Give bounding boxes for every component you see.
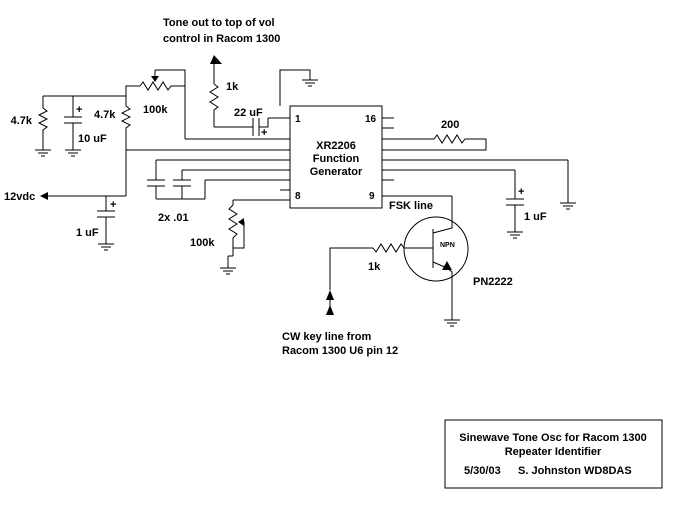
ic-label-line1: XR2206 bbox=[316, 140, 356, 152]
tone-out-note-line2: control in Racom 1300 bbox=[163, 33, 280, 45]
ic-right-pin-stubs bbox=[382, 117, 568, 197]
pot-bottom-wiper-arrow-icon bbox=[238, 218, 244, 226]
ground-symbol-6 bbox=[507, 231, 523, 239]
cw-key-arrow-icon bbox=[326, 290, 334, 300]
resistor-1k-top-symbol bbox=[209, 83, 219, 127]
ground-symbol-5 bbox=[560, 202, 576, 210]
c-1uf-left-label: 1 uF bbox=[76, 227, 99, 239]
resistor-1k-base-symbol bbox=[372, 243, 405, 253]
supply-label: 12vdc bbox=[4, 191, 35, 203]
transistor-part-label: PN2222 bbox=[473, 276, 513, 288]
title-block-title: Sinewave Tone Osc for Racom 1300 bbox=[459, 432, 646, 444]
ic-pin-8-label: 8 bbox=[295, 191, 301, 202]
resistor-200-symbol bbox=[394, 134, 487, 151]
resistor-200-label: 200 bbox=[441, 119, 459, 131]
pot-100k-top-symbol bbox=[139, 81, 186, 139]
cw-key-wire bbox=[329, 247, 373, 290]
cw-key-note-line1: CW key line from bbox=[282, 331, 371, 343]
title-block-author: S. Johnston WD8DAS bbox=[518, 465, 632, 477]
resistor-4k7-left-symbol bbox=[37, 107, 49, 150]
ground-symbol-3 bbox=[98, 243, 114, 251]
resistor-1k-top-label: 1k bbox=[226, 81, 239, 93]
ic-left-pin-stubs bbox=[126, 117, 290, 201]
resistor-1k-base-label: 1k bbox=[368, 261, 381, 273]
cap-22uf-label: 22 uF bbox=[234, 107, 263, 119]
c-10uf-label: 10 uF bbox=[78, 133, 107, 145]
pot-top-wiper-loop bbox=[155, 69, 186, 86]
resistor-4k7-mid-label: 4.7k bbox=[94, 109, 116, 121]
ground-symbol-7 bbox=[444, 319, 460, 327]
tone-out-note-line1: Tone out to top of vol bbox=[163, 17, 275, 29]
pot-100k-bottom-label: 100k bbox=[190, 237, 215, 249]
cw-key-note-line2: Racom 1300 U6 pin 12 bbox=[282, 345, 398, 357]
ground-symbol-2 bbox=[65, 149, 81, 157]
transistor-emitter-wire bbox=[446, 267, 453, 320]
c-2x01-pair bbox=[147, 160, 206, 200]
tone-out-arrow-head bbox=[210, 55, 218, 64]
c-1uf-right-label: 1 uF bbox=[524, 211, 547, 223]
pot-top-left-wire bbox=[125, 85, 140, 96]
cw-key-arrow-2-icon bbox=[326, 305, 334, 315]
ground-symbol-1 bbox=[35, 149, 51, 157]
ic-pin-16-label: 16 bbox=[365, 114, 377, 125]
transistor-npn-body bbox=[403, 216, 469, 282]
transistor-emitter-arrow-icon bbox=[442, 261, 452, 270]
title-block-date: 5/30/03 bbox=[464, 465, 501, 477]
pot-100k-bottom-symbol bbox=[228, 204, 238, 256]
ic-label-line2: Function bbox=[313, 153, 360, 165]
pot-top-wiper-arrow-icon bbox=[151, 76, 159, 82]
resistor-4k7-left-label: 4.7k bbox=[11, 115, 33, 127]
xr2206-ic-body bbox=[289, 105, 383, 209]
ic-pin-9-label: 9 bbox=[369, 191, 375, 202]
c-10uf-polarity: + bbox=[76, 104, 82, 116]
pot-100k-top-label: 100k bbox=[143, 104, 168, 116]
transistor-type-label: NPN bbox=[440, 242, 455, 249]
cap-22uf-right-wire bbox=[259, 118, 269, 128]
tone-out-arrow-icon bbox=[214, 55, 222, 64]
ic-label-line3: Generator bbox=[310, 166, 363, 178]
cap-22uf-polarity: + bbox=[261, 127, 267, 139]
ic-top-ground bbox=[279, 69, 318, 106]
title-block-subtitle: Repeater Identifier bbox=[505, 446, 602, 458]
fsk-collector-wire bbox=[432, 196, 453, 234]
supply-arrow-icon bbox=[40, 192, 48, 200]
title-block bbox=[444, 419, 663, 489]
fsk-line-label: FSK line bbox=[389, 200, 433, 212]
resistor-4k7-mid-symbol bbox=[120, 105, 132, 196]
c-1uf-right-polarity: + bbox=[518, 186, 524, 198]
c-2x01-label: 2x .01 bbox=[158, 212, 189, 224]
c-1uf-left-polarity: + bbox=[110, 199, 116, 211]
ground-symbol-4 bbox=[220, 267, 236, 275]
ic-pin-1-label: 1 bbox=[295, 114, 301, 125]
